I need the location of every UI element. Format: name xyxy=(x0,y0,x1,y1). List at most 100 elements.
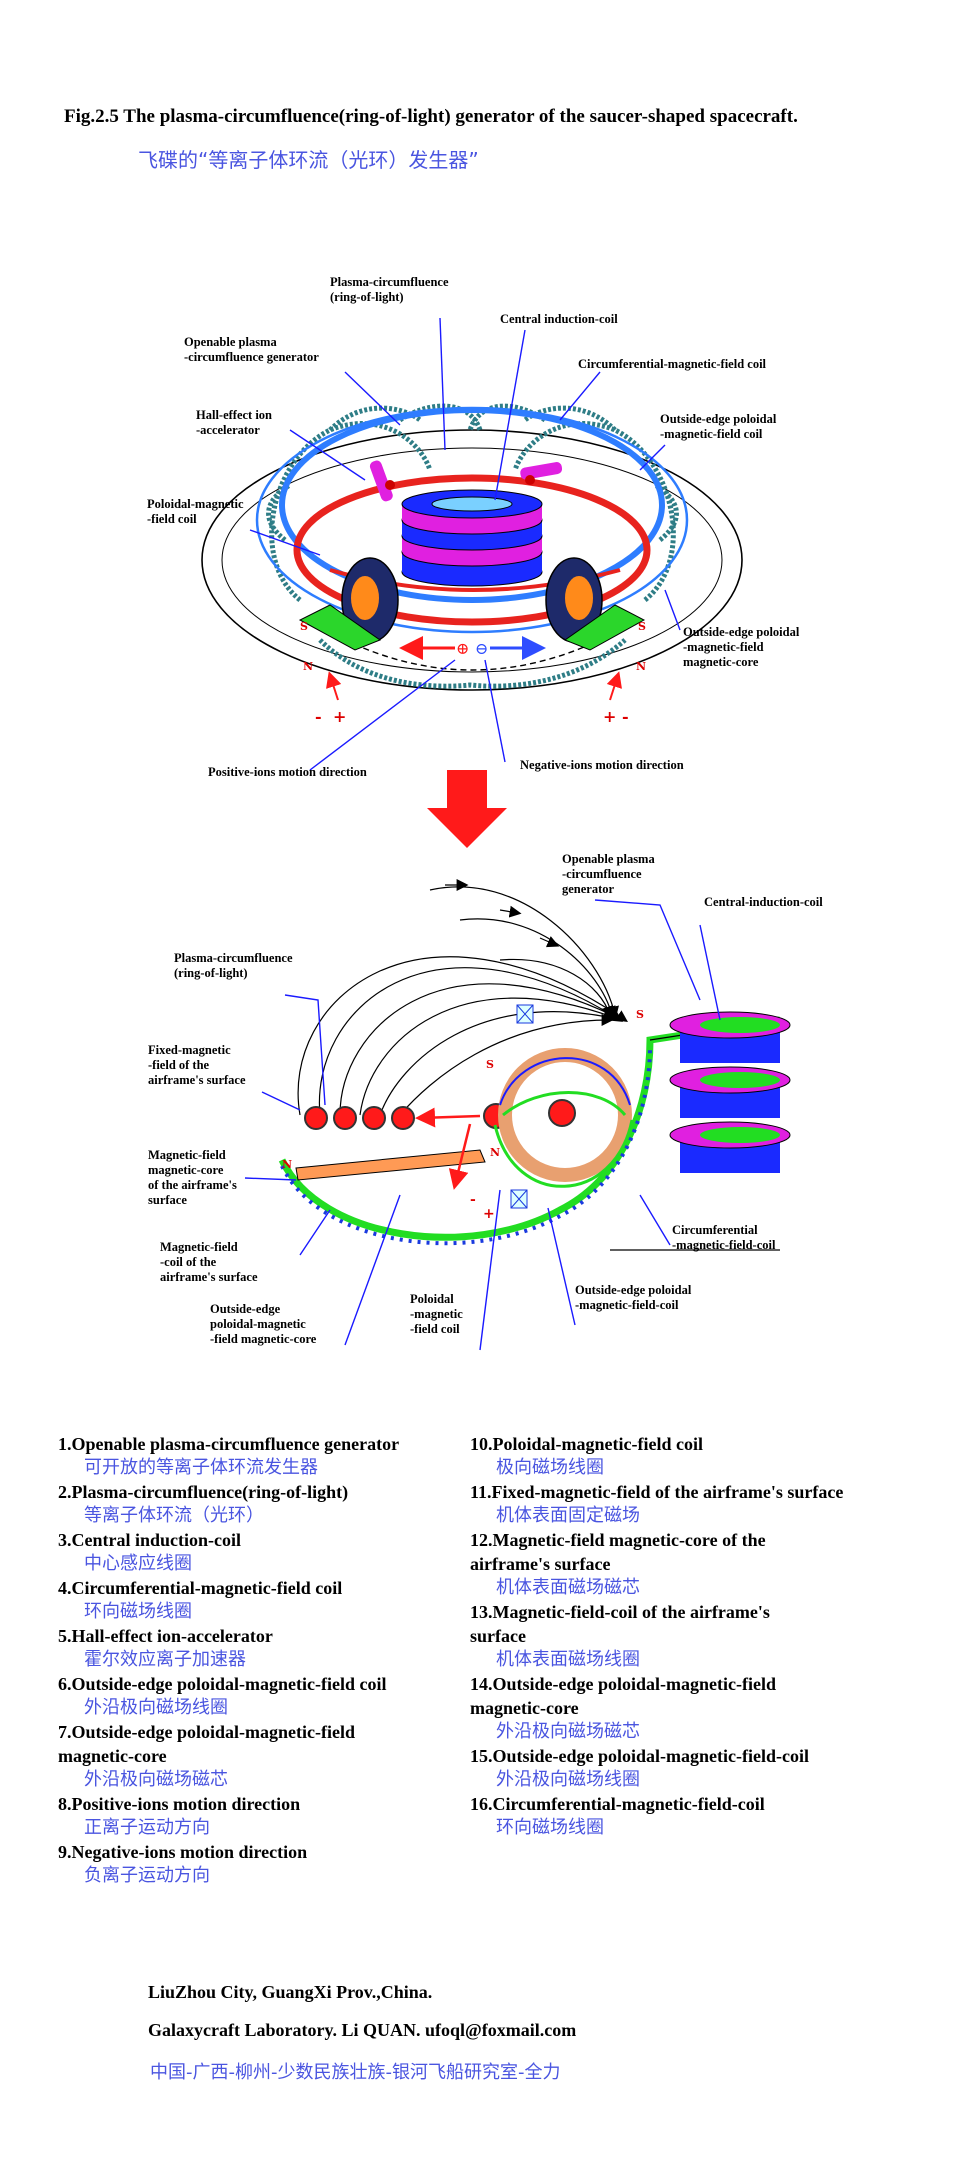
legend-item: 11.Fixed-magnetic-field of the airframe'… xyxy=(470,1480,843,1528)
bottom-label-poloidal: Poloidal -magnetic -field coil xyxy=(410,1292,463,1336)
legend-item: 8.Positive-ions motion direction 正离子运动方向 xyxy=(58,1792,399,1840)
bottom-label-central-coil: Central-induction-coil xyxy=(704,895,823,909)
bottom-label-core-surface: Magnetic-field magnetic-core of the airf… xyxy=(148,1148,237,1207)
legend-item-cn: 外沿极向磁场线圈 xyxy=(84,1697,228,1718)
legend-item: 2.Plasma-circumfluence(ring-of-light) 等离子… xyxy=(58,1480,399,1528)
top-label-openable: Openable plasma -circumfluence generator xyxy=(184,335,319,364)
legend-item-en: 1.Openable plasma-circumfluence generato… xyxy=(58,1434,400,1454)
bottom-label-fixed: Fixed-magnetic -field of the airframe's … xyxy=(148,1043,246,1087)
bottom-diagram xyxy=(244,879,791,1351)
legend-item-en: 14.Outside-edge poloidal-magnetic-field … xyxy=(470,1674,776,1718)
legend-item-cn: 等离子体环流（光环） xyxy=(84,1505,264,1526)
footer-cn: 中国-广西-柳州-少数民族壮族-银河飞船研究室-全力 xyxy=(150,2062,561,2083)
legend-item-cn: 机体表面磁场磁芯 xyxy=(496,1577,640,1598)
bottom-label-openable: Openable plasma -circumfluence generator xyxy=(562,852,655,896)
legend-item-cn: 机体表面磁场线圈 xyxy=(496,1649,640,1670)
top-plus-left: + xyxy=(333,707,346,726)
legend-item: 12.Magnetic-field magnetic-core of the a… xyxy=(470,1528,843,1600)
legend-item: 3.Central induction-coil 中心感应线圈 xyxy=(58,1528,399,1576)
legend-item-cn: 环向磁场线圈 xyxy=(84,1601,192,1622)
legend-item-en: 3.Central induction-coil xyxy=(58,1530,241,1550)
blue-ring xyxy=(279,407,665,603)
top-label-circ-coil: Circumferential-magnetic-field coil xyxy=(578,357,767,371)
legend-item-en: 13.Magnetic-field-coil of the airframe's… xyxy=(470,1602,770,1646)
left-core xyxy=(298,557,399,651)
right-core xyxy=(545,557,646,651)
legend-item: 5.Hall-effect ion-accelerator 霍尔效应离子加速器 xyxy=(58,1624,399,1672)
legend-left: 1.Openable plasma-circumfluence generato… xyxy=(58,1432,399,1888)
legend-item-cn: 机体表面固定磁场 xyxy=(496,1505,640,1526)
top-label-poloidal-coil: Poloidal-magnetic -field coil xyxy=(147,497,244,526)
airframe-green-curve xyxy=(278,1016,781,1241)
big-down-arrow xyxy=(427,770,507,848)
legend-item-cn: 极向磁场线圈 xyxy=(496,1457,604,1478)
legend-item-en: 15.Outside-edge poloidal-magnetic-field-… xyxy=(470,1746,809,1766)
top-label-plasma: Plasma-circumfluence (ring-of-light) xyxy=(330,275,449,304)
legend-item-en: 4.Circumferential-magnetic-field coil xyxy=(58,1578,343,1598)
legend-item-en: 6.Outside-edge poloidal-magnetic-field c… xyxy=(58,1674,387,1694)
blue-ring-outer xyxy=(255,406,689,634)
bottom-label-plasma: Plasma-circumfluence (ring-of-light) xyxy=(174,951,293,980)
bottom-plus-mark: + xyxy=(483,1206,495,1222)
legend-item-cn: 外沿极向磁场磁芯 xyxy=(84,1769,228,1790)
legend-item: 4.Circumferential-magnetic-field coil 环向磁… xyxy=(58,1576,399,1624)
legend-item-en: 10.Poloidal-magnetic-field coil xyxy=(470,1434,703,1454)
top-label-outside-coil: Outside-edge poloidal -magnetic-field co… xyxy=(660,412,777,441)
top-label-hall: Hall-effect ion -accelerator xyxy=(196,408,273,437)
saucer-inner-rim xyxy=(221,447,723,673)
footer-lab: Galaxycraft Laboratory. Li QUAN. ufoql@f… xyxy=(148,2020,577,2040)
legend-item: 9.Negative-ions motion direction 负离子运动方向 xyxy=(58,1840,399,1888)
bottom-label-coil-surface: Magnetic-field -coil of the airframe's s… xyxy=(160,1240,258,1284)
legend-item: 13.Magnetic-field-coil of the airframe's… xyxy=(470,1600,843,1672)
legend-item: 1.Openable plasma-circumfluence generato… xyxy=(58,1432,399,1480)
top-s-right: S xyxy=(638,620,646,633)
top-label-outside-core: Outside-edge poloidal -magnetic-field ma… xyxy=(683,625,800,669)
central-induction-coil xyxy=(401,489,543,587)
figure-title: Fig.2.5 The plasma-circumfluence(ring-of… xyxy=(64,106,798,127)
top-minus-right: - xyxy=(622,707,629,726)
bottom-label-outside-core: Outside-edge poloidal-magnetic -field ma… xyxy=(210,1302,317,1346)
top-diagram: ⊕ ⊖ S S N N - + + - xyxy=(201,317,743,848)
legend-item-cn: 外沿极向磁场线圈 xyxy=(496,1769,640,1790)
orange-core-strip xyxy=(295,1149,486,1181)
legend-item-en: 5.Hall-effect ion-accelerator xyxy=(58,1626,273,1646)
legend-item-cn: 正离子运动方向 xyxy=(84,1817,210,1838)
legend-item-en: 7.Outside-edge poloidal-magnetic-field m… xyxy=(58,1722,355,1766)
legend-item: 14.Outside-edge poloidal-magnetic-field … xyxy=(470,1672,843,1744)
legend-item-en: 9.Negative-ions motion direction xyxy=(58,1842,308,1862)
legend-item: 15.Outside-edge poloidal-magnetic-field-… xyxy=(470,1744,843,1792)
legend-item: 6.Outside-edge poloidal-magnetic-field c… xyxy=(58,1672,399,1720)
bottom-n-mark: N xyxy=(282,1158,293,1171)
legend-item-en: 8.Positive-ions motion direction xyxy=(58,1794,301,1814)
legend-item-cn: 负离子运动方向 xyxy=(84,1865,210,1886)
bottom-s-mark: S xyxy=(486,1058,494,1071)
bottom-n-mark-inner: N xyxy=(490,1146,501,1159)
legend-item: 10.Poloidal-magnetic-field coil 极向磁场线圈 xyxy=(470,1432,843,1480)
bottom-dashed xyxy=(344,639,601,671)
hall-accelerators xyxy=(369,460,563,502)
figure-subtitle-cn: 飞碟的“等离子体环流（光环）发生器” xyxy=(138,148,479,172)
bottom-minus-mark: - xyxy=(470,1192,476,1208)
legend-item-en: 12.Magnetic-field magnetic-core of the a… xyxy=(470,1530,766,1574)
top-label-positive: Positive-ions motion direction xyxy=(208,765,367,779)
red-plasma-ring xyxy=(293,474,651,626)
bottom-s-mark-right: S xyxy=(636,1008,644,1021)
top-minus-left: - xyxy=(315,707,322,726)
legend-item-cn: 可开放的等离子体环流发生器 xyxy=(84,1457,318,1478)
top-plus-right: + xyxy=(603,707,616,726)
plus-circle-mark: ⊕ xyxy=(456,639,469,658)
legend-item-cn: 中心感应线圈 xyxy=(84,1553,192,1574)
top-n-right: N xyxy=(636,660,646,673)
legend-item-cn: 霍尔效应离子加速器 xyxy=(84,1649,246,1670)
generator-bulb xyxy=(493,1048,634,1188)
minus-circle-mark: ⊖ xyxy=(475,639,488,658)
legend-item-cn: 外沿极向磁场磁芯 xyxy=(496,1721,640,1742)
legend-item-en: 2.Plasma-circumfluence(ring-of-light) xyxy=(58,1482,349,1502)
top-label-negative: Negative-ions motion direction xyxy=(520,758,684,772)
bottom-central-coil xyxy=(669,1011,791,1173)
bottom-label-circ-coil: Circumferential -magnetic-field-coil xyxy=(672,1223,776,1252)
legend-item-cn: 环向磁场线圈 xyxy=(496,1817,604,1838)
top-n-left: N xyxy=(303,660,313,673)
